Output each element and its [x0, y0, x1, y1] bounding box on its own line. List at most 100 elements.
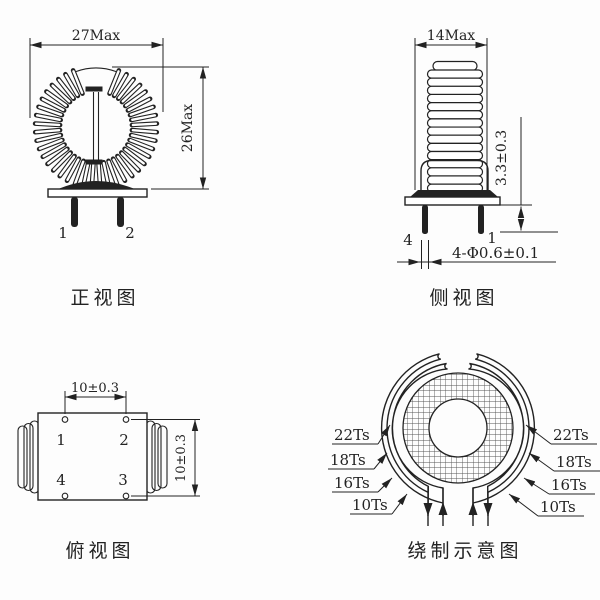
winding-turn: [130, 134, 156, 142]
front-pin-1-label: 1: [58, 224, 68, 242]
side-view: 4 1 14Max 3.3±0.3 4-Φ0.6±0.1 侧视图: [397, 28, 558, 309]
winding-turn: [129, 139, 154, 150]
front-width-dimension: 27Max: [29, 28, 164, 118]
winding-turn: [41, 98, 65, 112]
winding-turn: [120, 152, 140, 171]
left-label-16ts: 16Ts: [334, 474, 370, 492]
side-width-dim-text: 14Max: [427, 28, 475, 44]
front-width-dim-text: 27Max: [72, 28, 120, 44]
winding-rib: [426, 93, 484, 104]
winding-lead-arrows: [423, 487, 493, 526]
side-standoff-dim-text: 3.3±0.3: [494, 130, 510, 186]
front-core-top-arc: [75, 67, 117, 73]
top-pin-1-label: 1: [56, 431, 66, 449]
right-label-22ts: 22Ts: [553, 426, 589, 444]
winding-turn: [116, 155, 133, 177]
winding-rib: [426, 142, 484, 153]
lead-arrow-down-right: [483, 503, 493, 516]
top-side-bumps-right: [145, 420, 168, 494]
winding-turn: [36, 134, 62, 142]
winding-turn: [51, 84, 71, 103]
right-label-16ts: 16Ts: [551, 476, 587, 494]
winding-rib: [426, 118, 484, 128]
front-center-divider: [85, 86, 103, 165]
winding-turn: [35, 128, 61, 134]
winding-rib: [426, 69, 484, 79]
top-hole-2: [122, 416, 130, 423]
winding-turn: [117, 78, 135, 100]
winding-view-caption: 绕制示意图: [407, 540, 522, 562]
winding-turn: [121, 84, 141, 103]
front-pin-2-label: 2: [125, 224, 135, 242]
winding-core-ring: [402, 372, 514, 484]
front-pin-2: [117, 197, 124, 227]
winding-turn: [127, 98, 151, 112]
winding-left-labels: 22Ts 18Ts 16Ts 10Ts: [328, 424, 408, 515]
winding-turn: [124, 90, 147, 107]
lead-arrow-up-right: [468, 502, 478, 515]
winding-rib: [426, 101, 484, 112]
winding-turn: [73, 160, 85, 185]
side-pin-diameter-dimension: 4-Φ0.6±0.1: [397, 240, 556, 269]
top-pin-4-label: 4: [56, 471, 66, 489]
top-view-caption: 俯视图: [65, 540, 134, 562]
winding-turn: [112, 158, 126, 182]
winding-left-inner-hairpin: [391, 362, 448, 517]
winding-turn: [52, 152, 72, 171]
winding-turn: [57, 78, 75, 100]
front-view-caption: 正视图: [70, 287, 139, 309]
top-pitch-v-dimension: 10±0.3: [131, 419, 200, 497]
top-pin-2-label: 2: [119, 431, 129, 449]
winding-turn: [127, 143, 150, 158]
winding-turn: [131, 122, 158, 127]
winding-rib: [426, 110, 484, 120]
side-pin-1-label: 1: [487, 229, 497, 247]
winding-turn: [108, 70, 120, 94]
winding-turn: [38, 105, 63, 116]
lead-arrow-down-left: [423, 503, 433, 516]
top-pitch-v-text: 10±0.3: [174, 434, 189, 482]
winding-turn: [42, 143, 65, 158]
winding-rib: [426, 85, 484, 96]
winding-turn: [46, 90, 68, 107]
winding-turn: [59, 155, 76, 177]
winding-turn: [124, 148, 145, 165]
front-mount-shadow: [56, 181, 137, 190]
front-view: 1 2 27Max 26Max 正视图: [29, 28, 209, 309]
side-mount-shadow: [410, 190, 498, 197]
top-pitch-h-text: 10±0.3: [71, 381, 119, 396]
winding-turn: [131, 128, 158, 134]
winding-rib: [426, 77, 484, 87]
side-width-dimension: 14Max: [414, 28, 488, 190]
winding-turn: [131, 114, 157, 122]
winding-turn: [47, 148, 68, 165]
front-height-dimension: 26Max: [112, 66, 209, 190]
right-label-10ts: 10Ts: [540, 498, 576, 516]
front-base-plate: [47, 188, 148, 198]
winding-turn: [107, 160, 119, 185]
winding-turn: [129, 105, 154, 116]
side-pin-1: [478, 205, 484, 234]
left-label-10ts: 10Ts: [352, 496, 388, 514]
winding-turn: [36, 114, 61, 122]
side-view-caption: 侧视图: [429, 287, 498, 309]
side-winding: [426, 60, 484, 193]
left-label-18ts: 18Ts: [330, 451, 366, 469]
side-pin-4-label: 4: [403, 231, 413, 249]
winding-turn: [113, 73, 128, 97]
top-body-outline: [37, 412, 148, 501]
winding-rib: [426, 134, 484, 144]
side-pin-4: [422, 205, 428, 234]
winding-view: 22Ts 18Ts 16Ts 10Ts 22Ts 18Ts 16Ts 10Ts: [328, 353, 600, 562]
top-hole-1: [61, 416, 69, 423]
winding-right-inner-hairpin: [468, 362, 525, 517]
winding-rib: [426, 126, 484, 136]
winding-rib: [426, 167, 484, 177]
top-hole-3: [122, 492, 130, 500]
winding-rib: [426, 150, 484, 161]
winding-turn: [64, 73, 79, 97]
winding-turn: [34, 122, 61, 127]
side-standoff-dimension: 3.3±0.3: [494, 117, 558, 233]
